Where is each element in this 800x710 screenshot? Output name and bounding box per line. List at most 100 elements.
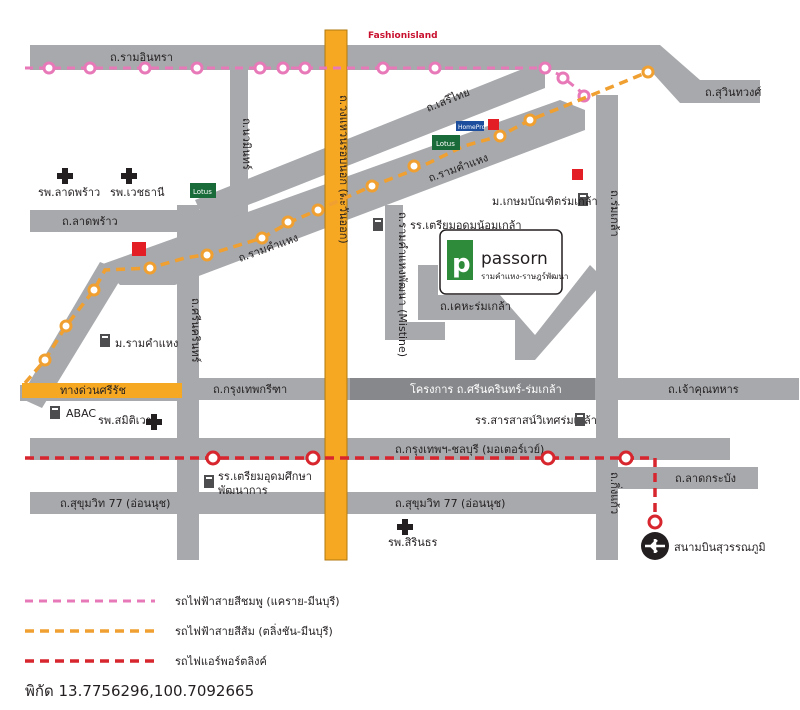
label-abac: ABAC	[66, 407, 96, 420]
passorn-subtitle: รามคำแหง-ราษฎร์พัฒนา	[481, 271, 568, 281]
book-icon	[50, 406, 60, 419]
label-airport: สนามบินสุวรรณภูมิ	[674, 541, 766, 554]
legend-red-label: รถไฟแอร์พอร์ตลิงค์	[175, 655, 267, 668]
legend-orange-label: รถไฟฟ้าสายสีส้ม (ตลิ่งชัน-มีนบุรี)	[175, 623, 333, 638]
label-ramkhamhaeng-pattana: ถ.รามคำแหงพัฒนา (Mistine)	[396, 212, 409, 357]
legend-pink-label: รถไฟฟ้าสายสีชมพู (แคราย-มีนบุรี)	[175, 595, 340, 608]
label-hospital-ladprao: รพ.ลาดพร้าว	[38, 186, 100, 199]
label-srinakarin: ถ.ศรีนครินทร์	[189, 298, 202, 363]
hospital-icon	[397, 519, 413, 535]
label-sukhumvit-right: ถ.สุขุมวิท 77 (อ่อนนุช)	[395, 497, 505, 510]
pink-station	[428, 61, 442, 75]
passorn-logo-letter: p	[452, 249, 471, 279]
homepro-logo: HomePro	[456, 121, 486, 131]
pink-station	[276, 61, 290, 75]
label-nawamin: ถ.นวมินทร์	[240, 118, 253, 170]
airport-link-station	[540, 450, 556, 466]
orange-station	[255, 231, 269, 245]
passorn-name: passorn	[481, 249, 548, 269]
label-ladprao: ถ.ลาดพร้าว	[62, 215, 118, 228]
airport-link-station	[647, 514, 663, 530]
orange-station	[407, 159, 421, 173]
store-icon	[572, 169, 583, 180]
pink-station	[253, 61, 267, 75]
orange-station	[523, 113, 537, 127]
hospital-icon	[121, 168, 137, 184]
book-icon	[100, 334, 110, 347]
label-hospital-vejthani: รพ.เวชธานี	[110, 186, 165, 199]
orange-station	[143, 261, 157, 275]
project-road-hatch	[350, 378, 595, 400]
orange-station	[200, 248, 214, 262]
passorn-logo	[447, 240, 473, 280]
label-romklao: ถ.ร่มเกล้า	[608, 190, 621, 237]
orange-station	[281, 215, 295, 229]
orange-station	[87, 283, 101, 297]
road-serithai	[195, 70, 545, 222]
label-project-road: โครงการ ถ.ศรีนครินทร์-ร่มเกล้า	[410, 382, 562, 396]
airplane-icon	[641, 532, 669, 560]
mall-logo	[132, 242, 146, 256]
pink-station	[556, 71, 570, 85]
orange-line	[23, 65, 655, 385]
orange-station	[59, 319, 73, 333]
road-sukhumvit-77	[30, 492, 596, 514]
road-latkrabang	[618, 467, 758, 489]
pink-station	[538, 61, 552, 75]
orange-station	[38, 353, 52, 367]
svg-text:HomePro: HomePro	[458, 124, 486, 131]
coordinates: พิกัด 13.7756296,100.7092665	[25, 682, 254, 700]
label-univ-ram: ม.รามคำแหง	[115, 337, 178, 350]
label-kehasomklao: ถ.เคหะร่มเกล้า	[440, 300, 511, 313]
label-hospital-sirinthorn: รพ.สิรินธร	[388, 536, 438, 549]
hospital-icon	[146, 414, 162, 430]
road-ramkhamhaeng-pattana	[385, 205, 403, 340]
label-school-triam-2: พัฒนาการ	[218, 484, 268, 497]
store-icon	[488, 119, 499, 130]
expressway-sign	[22, 383, 182, 398]
road-ramintra	[30, 45, 760, 103]
road-network	[20, 45, 799, 560]
airport-link-station	[618, 450, 634, 466]
fashion-island-logo: Fashionisland	[368, 31, 438, 41]
label-ramintra: ถ.รามอินทรา	[110, 51, 173, 64]
airport-link-station	[305, 450, 321, 466]
book-icon	[373, 218, 383, 231]
pink-station	[83, 61, 97, 75]
label-chaokhunthahan: ถ.เจ้าคุณทหาร	[668, 383, 739, 396]
expressway-label: ทางด่วนศรีรัช	[60, 384, 126, 397]
legend: รถไฟฟ้าสายสีชมพู (แคราย-มีนบุรี) รถไฟฟ้า…	[25, 595, 340, 668]
book-icon	[578, 193, 588, 206]
pink-station	[138, 61, 152, 75]
label-school-sarasas: รร.สารสาสน์วิเทศร่มเกล้า	[475, 414, 597, 427]
road-motorway	[30, 438, 730, 460]
lotus-logo-left: Lotus	[190, 183, 216, 198]
lotus-logo-upper: Lotus	[432, 135, 460, 150]
label-sukhonwong: ถ.สุวินทวงศ์	[705, 86, 761, 99]
book-icon	[575, 413, 585, 426]
hospital-icon	[57, 168, 73, 184]
road-srinakarin	[177, 205, 199, 560]
pink-station	[376, 61, 390, 75]
pink-line	[25, 61, 591, 103]
pink-station	[190, 61, 204, 75]
pink-station	[298, 61, 312, 75]
orange-station	[641, 65, 655, 79]
label-motorway: ถ.กรุงเทพฯ-ชลบุรี (มอเตอร์เวย์)	[395, 443, 544, 456]
airport-link-line	[25, 450, 663, 530]
label-hospital-samitivej: รพ.สมิติเวช	[98, 414, 153, 427]
label-univ-bundit: ม.เกษมบัณฑิตร่มเกล้า	[492, 195, 598, 208]
pink-station	[42, 61, 56, 75]
project-passorn[interactable]: p passorn รามคำแหง-ราษฎร์พัฒนา	[439, 229, 568, 295]
highway-kanchanaphisek	[324, 29, 348, 561]
orange-station	[311, 203, 325, 217]
orange-station	[493, 129, 507, 143]
airport-link-station	[205, 450, 221, 466]
svg-text:Lotus: Lotus	[436, 140, 455, 148]
label-kingkaew: ถ.กิ่งแก้ว	[608, 472, 623, 514]
book-icon	[204, 475, 214, 488]
label-school-triam-1: รร.เตรียมอุดมศึกษา	[218, 470, 312, 483]
road-ladprao	[30, 210, 230, 232]
road-kehasomklao	[418, 265, 605, 360]
